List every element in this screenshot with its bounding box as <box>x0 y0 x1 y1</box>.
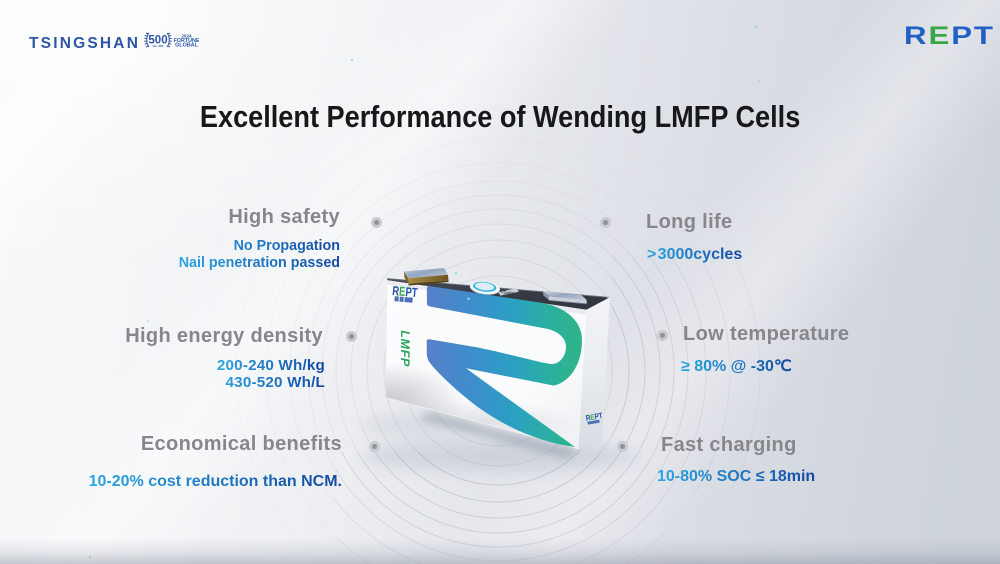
svg-text:2024: 2024 <box>181 34 192 39</box>
svg-text:FORTUNE: FORTUNE <box>173 38 199 44</box>
svg-text:GLOBAL: GLOBAL <box>175 43 198 49</box>
svg-text:No. 365: No. 365 <box>153 44 164 48</box>
svg-text:500: 500 <box>148 35 167 47</box>
